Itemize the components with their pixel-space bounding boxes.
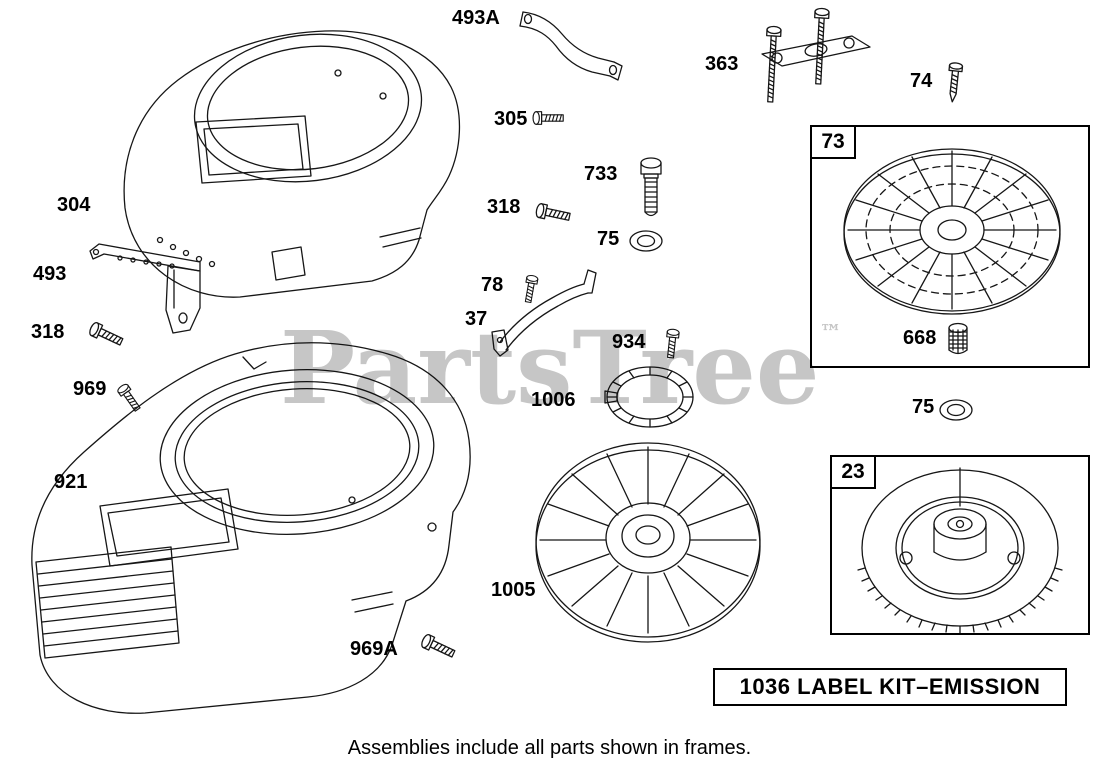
frame-assembly-73 <box>810 125 1090 368</box>
footer-note: Assemblies include all parts shown in fr… <box>347 737 752 759</box>
callout-75-mid: 75 <box>597 228 620 250</box>
plug-668-drawing <box>948 322 968 355</box>
callout-733: 733 <box>584 163 618 185</box>
screw-934-drawing <box>664 328 680 359</box>
callout-74: 74 <box>910 70 933 92</box>
callout-78: 78 <box>481 274 504 296</box>
callout-37: 37 <box>465 308 488 330</box>
flywheel-fan-1005-drawing <box>535 442 761 643</box>
strip-37-drawing <box>491 269 597 357</box>
bracket-493-drawing <box>89 243 201 334</box>
frame-assembly-23 <box>830 455 1090 635</box>
callout-969: 969 <box>73 378 107 400</box>
screw-969-drawing <box>115 382 144 414</box>
callout-1005: 1005 <box>491 579 536 601</box>
screw-969A-drawing <box>419 632 457 661</box>
washer-75-right-drawing <box>939 399 973 421</box>
callout-318-mid: 318 <box>487 196 521 218</box>
callout-363: 363 <box>705 53 739 75</box>
callout-318-left: 318 <box>31 321 65 343</box>
bolt-733-drawing <box>640 157 662 217</box>
callout-304: 304 <box>57 194 91 216</box>
blower-housing-bottom-drawing <box>31 342 471 714</box>
callout-969A: 969A <box>350 638 398 660</box>
control-363-drawing <box>761 7 871 103</box>
blower-housing-top-drawing <box>123 30 461 298</box>
screw-78-drawing <box>522 274 539 304</box>
screw-305-drawing <box>532 111 564 125</box>
flywheel-23-drawing <box>857 467 1063 634</box>
callout-493: 493 <box>33 263 67 285</box>
callout-493A: 493A <box>452 7 500 29</box>
emission-label-kit-box: 1036 LABEL KIT–EMISSION <box>713 668 1067 706</box>
screw-74-drawing <box>948 62 964 103</box>
rotating-screen-73-drawing <box>843 148 1061 315</box>
screw-318-left-drawing <box>87 320 125 349</box>
frame-label-73: 73 <box>810 125 856 159</box>
callout-305: 305 <box>494 108 528 130</box>
callout-1006: 1006 <box>531 389 576 411</box>
frame-label-23: 23 <box>830 455 876 489</box>
screw-318-mid-drawing <box>534 202 572 225</box>
callout-934: 934 <box>612 331 646 353</box>
callout-668: 668 <box>903 327 937 349</box>
callout-921: 921 <box>54 471 88 493</box>
washer-75-mid-drawing <box>629 230 663 252</box>
retainer-1006-drawing <box>604 366 694 428</box>
callout-75-right: 75 <box>912 396 935 418</box>
bracket-493A-drawing <box>519 11 623 81</box>
